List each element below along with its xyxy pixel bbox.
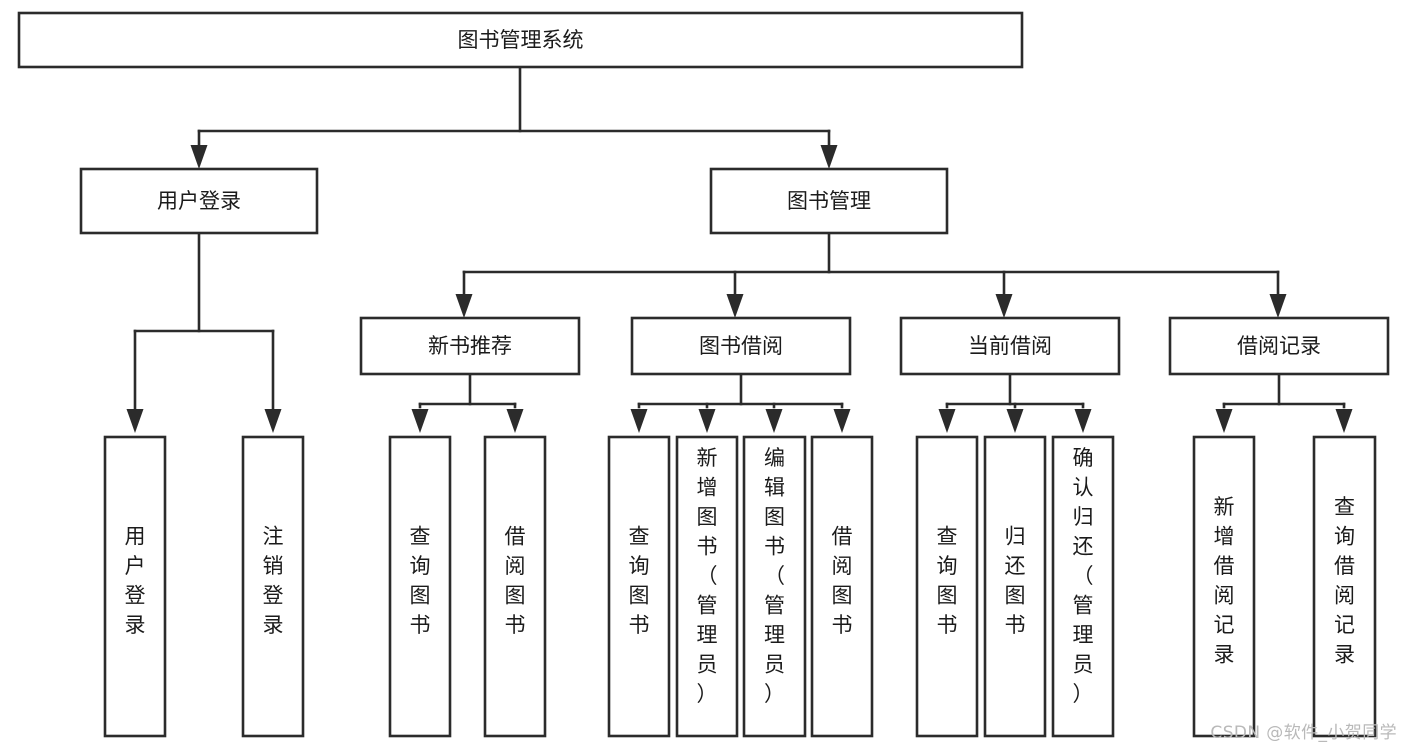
node-layer: 图书管理系统用户登录图书管理新书推荐图书借阅当前借阅借阅记录用户登录注销登录查询… [17, 11, 1390, 738]
node-leaf-query-book-cur[interactable]: 查询图书 [915, 435, 979, 738]
arrow-head-icon [411, 409, 429, 433]
node-box-new-book-recommend [359, 316, 581, 376]
arrow-head-icon [1335, 409, 1353, 433]
arrow-head-icon [995, 294, 1013, 318]
node-label-leaf-add-record: 新增借阅记录 [1214, 495, 1235, 667]
arrow-head-icon [833, 409, 851, 433]
node-root[interactable]: 图书管理系统 [17, 11, 1024, 69]
node-label-leaf-borrow-book-rec: 借阅图书 [505, 525, 526, 638]
node-label-leaf-logout: 注销登录 [263, 525, 284, 638]
node-leaf-query-book[interactable]: 查询图书 [607, 435, 671, 738]
node-box-borrow-record [1168, 316, 1390, 376]
node-label-leaf-return-book: 归还图书 [1005, 525, 1026, 638]
node-borrow-record[interactable]: 借阅记录 [1168, 316, 1390, 376]
node-label-leaf-query-book: 查询图书 [629, 525, 650, 638]
node-book-borrow[interactable]: 图书借阅 [630, 316, 852, 376]
arrow-head-icon [190, 145, 208, 169]
node-box-leaf-logout [241, 435, 305, 738]
node-current-borrow[interactable]: 当前借阅 [899, 316, 1121, 376]
arrow-head-icon [726, 294, 744, 318]
csdn-watermark: CSDN @软件_小贺同学 [1210, 723, 1397, 743]
arrow-head-icon [506, 409, 524, 433]
arrow-head-icon [1215, 409, 1233, 433]
node-box-leaf-return-book [983, 435, 1047, 738]
node-box-book-borrow [630, 316, 852, 376]
node-box-user-login [79, 167, 319, 235]
node-label-current-borrow: 当前借阅 [968, 334, 1052, 358]
node-user-login[interactable]: 用户登录 [79, 167, 319, 235]
node-label-leaf-add-book-admin: 新增图书（管理员） [697, 446, 718, 706]
node-box-leaf-query-book [607, 435, 671, 738]
arrow-head-icon [698, 409, 716, 433]
node-label-book-management: 图书管理 [787, 189, 871, 213]
node-box-leaf-user-login [103, 435, 167, 738]
arrow-head-icon [1269, 294, 1287, 318]
node-label-user-login: 用户登录 [157, 189, 241, 213]
node-leaf-borrow-book[interactable]: 借阅图书 [810, 435, 874, 738]
node-label-borrow-record: 借阅记录 [1237, 334, 1321, 358]
arrow-head-icon [264, 409, 282, 433]
node-box-leaf-query-book-cur [915, 435, 979, 738]
arrow-head-icon [765, 409, 783, 433]
node-leaf-borrow-book-rec[interactable]: 借阅图书 [483, 435, 547, 738]
node-label-leaf-query-book-rec: 查询图书 [410, 525, 431, 638]
connector-layer [126, 65, 1353, 433]
node-leaf-add-book-admin[interactable]: 新增图书（管理员） [675, 435, 739, 738]
node-label-leaf-query-book-cur: 查询图书 [937, 525, 958, 638]
node-box-leaf-borrow-book-rec [483, 435, 547, 738]
arrow-head-icon [630, 409, 648, 433]
node-leaf-confirm-return-admin[interactable]: 确认归还（管理员） [1051, 435, 1115, 738]
arrow-head-icon [126, 409, 144, 433]
node-leaf-query-book-rec[interactable]: 查询图书 [388, 435, 452, 738]
node-box-root [17, 11, 1024, 69]
arrow-head-icon [1006, 409, 1024, 433]
node-leaf-edit-book-admin[interactable]: 编辑图书（管理员） [742, 435, 807, 738]
node-leaf-query-record[interactable]: 查询借阅记录 [1312, 435, 1377, 738]
node-box-current-borrow [899, 316, 1121, 376]
node-box-leaf-add-book-admin [675, 435, 739, 738]
node-label-root: 图书管理系统 [458, 28, 584, 52]
node-new-book-recommend[interactable]: 新书推荐 [359, 316, 581, 376]
arrow-head-icon [455, 294, 473, 318]
node-box-leaf-query-book-rec [388, 435, 452, 738]
node-label-leaf-query-record: 查询借阅记录 [1334, 495, 1355, 667]
node-label-leaf-user-login: 用户登录 [125, 525, 146, 638]
node-book-management[interactable]: 图书管理 [709, 167, 949, 235]
node-box-book-management [709, 167, 949, 235]
node-box-leaf-edit-book-admin [742, 435, 807, 738]
arrow-head-icon [1074, 409, 1092, 433]
node-label-new-book-recommend: 新书推荐 [428, 334, 512, 358]
node-leaf-add-record[interactable]: 新增借阅记录 [1192, 435, 1256, 738]
node-label-book-borrow: 图书借阅 [699, 334, 783, 358]
node-box-leaf-add-record [1192, 435, 1256, 738]
node-leaf-user-login[interactable]: 用户登录 [103, 435, 167, 738]
node-leaf-return-book[interactable]: 归还图书 [983, 435, 1047, 738]
node-label-leaf-borrow-book: 借阅图书 [832, 525, 853, 638]
arrow-head-icon [938, 409, 956, 433]
node-label-leaf-confirm-return-admin: 确认归还（管理员） [1073, 446, 1094, 706]
node-leaf-logout[interactable]: 注销登录 [241, 435, 305, 738]
node-box-leaf-query-record [1312, 435, 1377, 738]
node-label-leaf-edit-book-admin: 编辑图书（管理员） [764, 446, 785, 706]
node-box-leaf-borrow-book [810, 435, 874, 738]
node-box-leaf-confirm-return-admin [1051, 435, 1115, 738]
arrow-head-icon [820, 145, 838, 169]
